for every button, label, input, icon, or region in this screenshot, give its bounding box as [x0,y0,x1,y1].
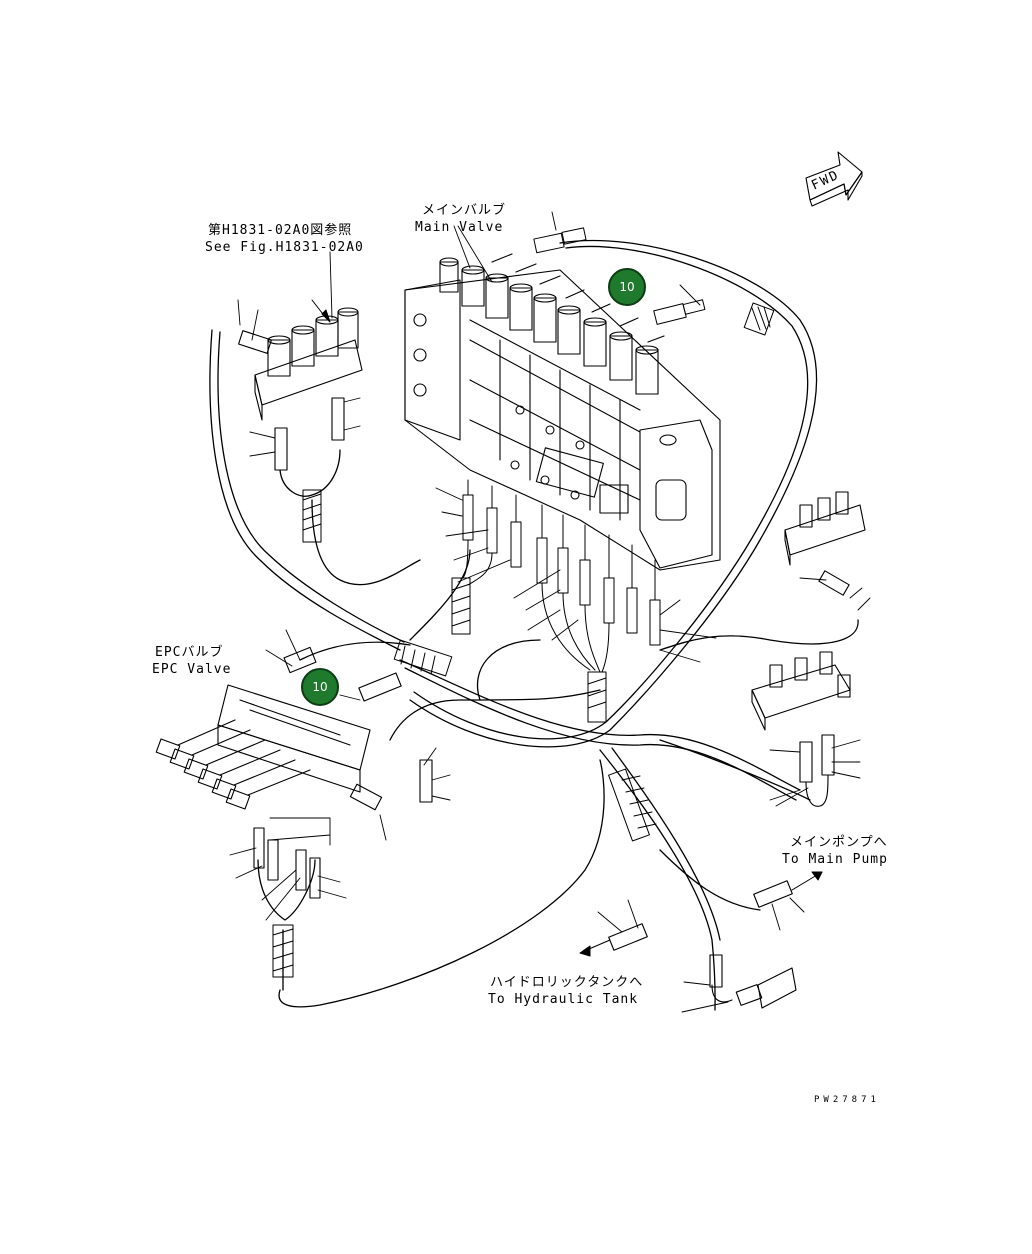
pilot-block [239,308,362,470]
epc-valve-label-jp: EPCバルブ [155,645,224,660]
main-pump-label-jp: メインポンプへ [790,835,888,850]
see-fig-label-jp: 第H1831-02A0図参照 [208,223,353,238]
hydraulic-tank-label-jp: ハイドロリックタンクへ [490,975,644,990]
main-valve-spools [440,254,664,394]
hydraulic-tank-label-en: To Hydraulic Tank [488,992,639,1007]
right-valve-blocks [752,492,865,806]
drawing-code: PW27871 [814,1095,880,1105]
leader-lines [230,212,870,1012]
main-pump-label-en: To Main Pump [782,852,888,867]
epc-valve-block [156,647,432,898]
direction-arrows [312,300,822,956]
hose-lines [210,241,858,1010]
top-coupling [534,228,705,325]
main-valve-fittings [460,480,660,672]
epc-valve-label-en: EPC Valve [152,662,232,677]
fwd-arrow-icon [806,152,862,206]
callout-main-valve-10[interactable]: 10 [608,268,646,306]
hose-sleeves [273,303,774,977]
callout-epc-valve-10[interactable]: 10 [301,668,339,706]
main-valve-label-jp: メインバルブ [422,203,507,218]
main-valve-label-en: Main Valve [415,220,504,235]
bottom-fittings [609,881,796,1008]
see-fig-label-en: See Fig.H1831-02A0 [205,240,364,255]
main-valve-body [405,270,720,570]
